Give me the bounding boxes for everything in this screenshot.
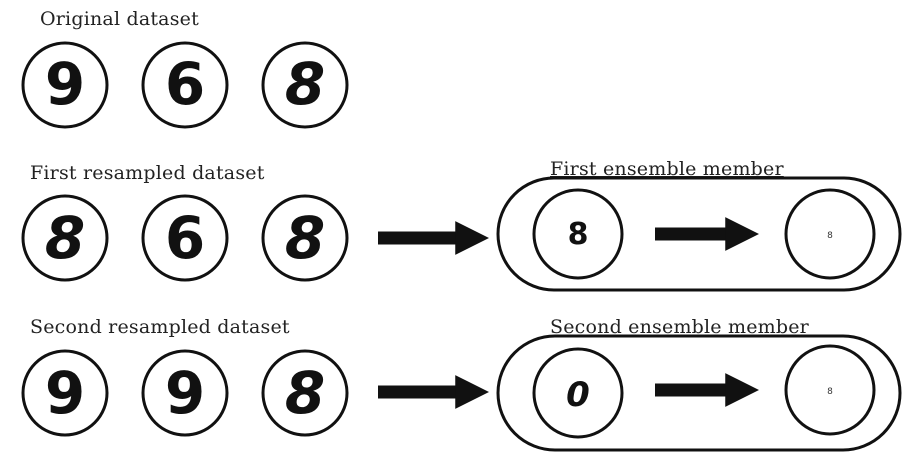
digit-original-3: 8	[285, 50, 325, 118]
first-ensemble-member: 8 8	[496, 176, 902, 292]
digit-circle	[21, 194, 109, 282]
ensemble-member-container	[496, 176, 902, 292]
member-input-circle	[532, 347, 624, 439]
member-output-circle	[784, 344, 876, 436]
digit-first-2: 6	[165, 204, 205, 272]
second-ensemble-member-label: Second ensemble member	[550, 316, 809, 338]
digit-second-3: 8	[285, 359, 325, 427]
member-input-circle	[532, 188, 624, 280]
digit-circle	[261, 349, 349, 437]
digit-circle	[141, 194, 229, 282]
digit-circle	[141, 41, 229, 129]
digit-circle	[141, 349, 229, 437]
second-resampled-dataset-row: 9 9 8	[21, 349, 349, 437]
digit-original-2: 6	[165, 50, 205, 118]
digit-original-1: 9	[45, 50, 85, 118]
original-dataset-row: 9 6 8	[21, 41, 349, 129]
first-resampled-dataset-label: First resampled dataset	[30, 162, 265, 184]
member-output-digit: 8	[827, 387, 833, 397]
first-resampled-dataset-row: 8 6 8	[21, 194, 349, 282]
digit-second-1: 9	[45, 359, 85, 427]
member-input-digit: 0	[566, 375, 590, 415]
digit-circle	[21, 349, 109, 437]
first-ensemble-member-label: First ensemble member	[550, 158, 784, 180]
digit-first-1: 8	[45, 204, 85, 272]
digit-circle	[261, 194, 349, 282]
member-output-circle	[784, 188, 876, 280]
original-dataset-label: Original dataset	[40, 8, 199, 30]
digit-first-3: 8	[285, 204, 325, 272]
digit-circle	[21, 41, 109, 129]
digit-circle	[261, 41, 349, 129]
member-input-digit: 8	[568, 217, 589, 252]
member-output-digit: 8	[827, 231, 833, 241]
ensemble-member-container	[496, 334, 902, 452]
second-ensemble-member: 0 8	[496, 334, 902, 452]
digit-second-2: 9	[165, 359, 205, 427]
second-resampled-dataset-label: Second resampled dataset	[30, 316, 290, 338]
